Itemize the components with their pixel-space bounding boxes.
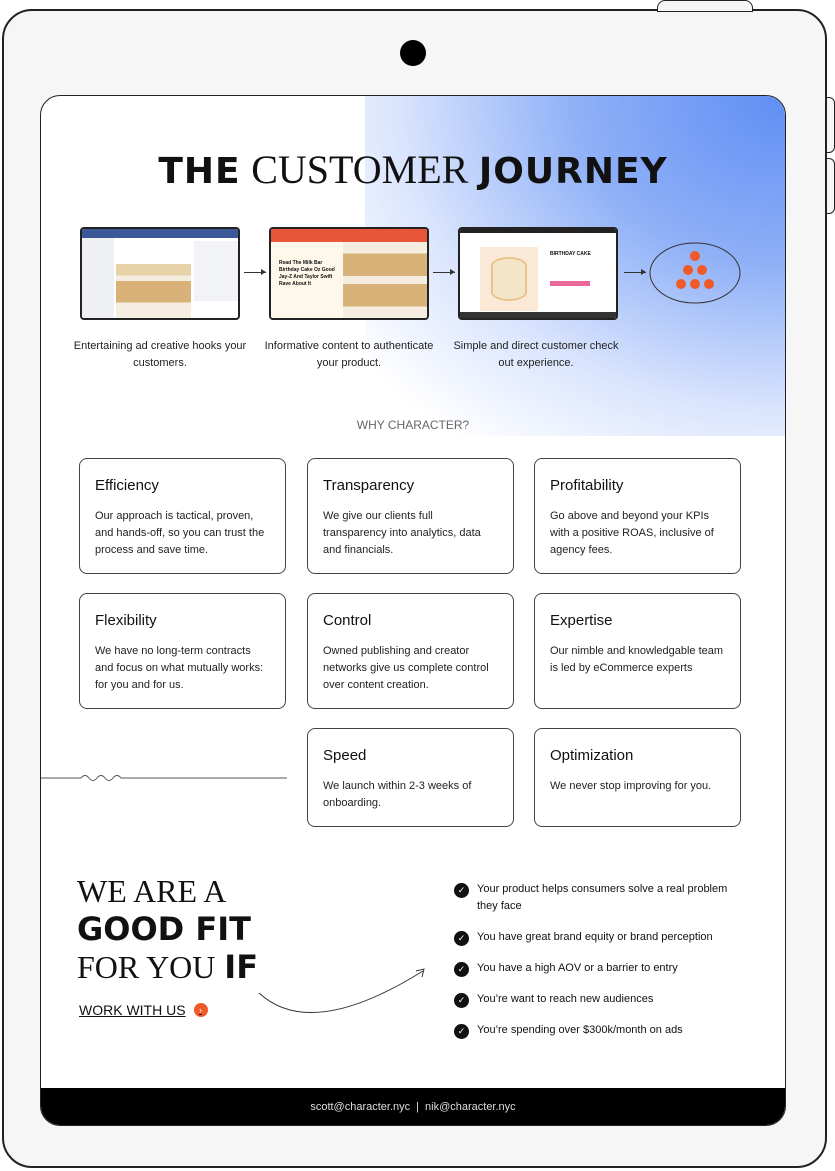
criteria-item: ✓ You’re spending over $300k/month on ads bbox=[454, 1022, 734, 1039]
card-text: Our nimble and knowledgable team is led … bbox=[550, 645, 724, 674]
card-text: We have no long-term contracts and focus… bbox=[95, 645, 264, 691]
title-serif: CUSTOMER bbox=[251, 147, 469, 192]
cta-label: WORK WITH US bbox=[79, 1002, 186, 1018]
card-transparency: Transparency We give our clients full tra… bbox=[307, 458, 514, 574]
criteria-item: ✓ You have great brand equity or brand pe… bbox=[454, 929, 734, 946]
card-flexibility: Flexibility We have no long-term contract… bbox=[79, 593, 286, 709]
separator: | bbox=[416, 1100, 420, 1113]
good-fit-heading: WE ARE A GOOD FIT FOR YOU IF bbox=[77, 872, 258, 986]
card-text: We launch within 2-3 weeks of onboarding… bbox=[323, 780, 472, 809]
card-title: Optimization bbox=[550, 747, 634, 764]
fit-line: WE ARE A bbox=[77, 873, 227, 909]
fit-line: IF bbox=[224, 948, 259, 986]
card-text: Our approach is tactical, proven, and ha… bbox=[95, 510, 265, 556]
arrow-icon bbox=[433, 269, 455, 275]
criteria-text: You’re want to reach new audiences bbox=[477, 993, 654, 1005]
journey-caption: Informative content to authenticate your… bbox=[264, 340, 434, 369]
check-icon: ✓ bbox=[454, 1024, 469, 1039]
title-bold: THE bbox=[158, 151, 241, 192]
screen: THE CUSTOMER JOURNEY Read The Milk Bar B… bbox=[40, 95, 786, 1126]
email-link[interactable]: nik@character.nyc bbox=[425, 1100, 516, 1113]
wavy-divider bbox=[41, 775, 287, 781]
article-screenshot: Read The Milk Bar Birthday Cake Oz Good … bbox=[269, 227, 429, 320]
check-icon: ✓ bbox=[454, 883, 469, 898]
section-heading: WHY CHARACTER? bbox=[356, 418, 470, 432]
card-profitability: Profitability Go above and beyond your KP… bbox=[534, 458, 741, 574]
card-title: Flexibility bbox=[95, 612, 157, 629]
journey-caption: Entertaining ad creative hooks your cust… bbox=[73, 340, 247, 369]
checkout-screenshot: BIRTHDAY CAKE bbox=[458, 227, 618, 320]
page-title: THE CUSTOMER JOURNEY bbox=[41, 146, 785, 193]
card-optimization: Optimization We never stop improving for … bbox=[534, 728, 741, 827]
card-title: Expertise bbox=[550, 612, 613, 629]
camera bbox=[400, 40, 426, 66]
card-text: Go above and beyond your KPIs with a pos… bbox=[550, 510, 714, 556]
card-title: Control bbox=[323, 612, 372, 629]
criteria-item: ✓ Your product helps consumers solve a re… bbox=[454, 881, 734, 915]
tablet-side-button bbox=[826, 158, 835, 214]
check-icon: ✓ bbox=[454, 962, 469, 977]
fit-line: FOR YOU bbox=[77, 949, 216, 985]
journey-caption: Simple and direct customer check out exp… bbox=[453, 340, 619, 369]
tablet-side-button bbox=[826, 97, 835, 153]
card-title: Efficiency bbox=[95, 477, 159, 494]
card-title: Speed bbox=[323, 747, 367, 764]
facebook-ad-screenshot bbox=[80, 227, 240, 320]
curved-arrow-icon bbox=[258, 968, 425, 1013]
check-icon: ✓ bbox=[454, 993, 469, 1008]
footer: scott@character.nyc | nik@character.nyc bbox=[41, 1088, 785, 1125]
title-bold: JOURNEY bbox=[478, 151, 668, 192]
mock-product: BIRTHDAY CAKE bbox=[550, 251, 591, 257]
card-speed: Speed We launch within 2-3 weeks of onboa… bbox=[307, 728, 514, 827]
audience-icon bbox=[649, 242, 741, 304]
criteria-text: You have great brand equity or brand per… bbox=[477, 931, 713, 943]
check-icon: ✓ bbox=[454, 931, 469, 946]
criteria-item: ✓ You’re want to reach new audiences bbox=[454, 991, 734, 1008]
tablet-top-button bbox=[657, 0, 753, 12]
arrow-right-icon: › bbox=[193, 1003, 208, 1017]
criteria-text: You have a high AOV or a barrier to entr… bbox=[477, 962, 678, 974]
card-title: Transparency bbox=[323, 477, 415, 494]
card-text: We never stop improving for you. bbox=[550, 780, 712, 792]
criteria-item: ✓ You have a high AOV or a barrier to ent… bbox=[454, 960, 734, 977]
criteria-text: You’re spending over $300k/month on ads bbox=[477, 1024, 683, 1036]
criteria-text: Your product helps consumers solve a rea… bbox=[477, 883, 728, 912]
mock-headline: Read The Milk Bar Birthday Cake Oz Good … bbox=[271, 242, 343, 318]
card-text: We give our clients full transparency in… bbox=[323, 510, 481, 556]
fit-line: GOOD FIT bbox=[77, 910, 251, 948]
arrow-icon bbox=[244, 269, 266, 275]
criteria-list: ✓ Your product helps consumers solve a re… bbox=[454, 881, 734, 1053]
card-title: Profitability bbox=[550, 477, 624, 494]
card-text: Owned publishing and creator networks gi… bbox=[323, 645, 489, 691]
email-link[interactable]: scott@character.nyc bbox=[310, 1100, 411, 1113]
work-with-us-link[interactable]: WORK WITH US › bbox=[79, 1002, 208, 1018]
arrow-icon bbox=[624, 269, 646, 275]
